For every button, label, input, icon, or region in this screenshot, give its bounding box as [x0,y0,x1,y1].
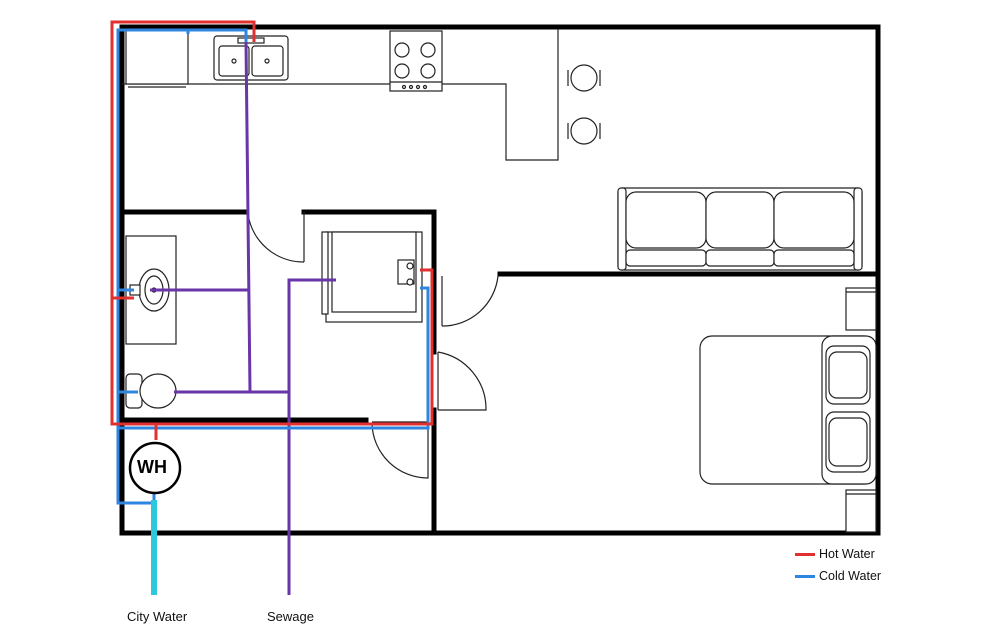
legend-item-cold-water: Cold Water [795,569,881,583]
bed-pillow-top-inner [828,351,868,399]
sofa-arm-left [617,187,627,271]
bathroom-door-swing [247,213,305,263]
cold-to-tub-line [118,286,430,430]
water-heater [128,441,182,495]
bedroom-door-swing [441,275,499,327]
refrigerator [125,29,189,85]
stove [389,30,443,92]
nightstand-bottom [845,489,877,533]
kitchen-sink-drain-right [264,58,270,64]
kitchen-sink-drain-left [231,58,237,64]
sofa-arm-right [853,187,863,271]
hot-main-line [110,20,256,440]
doors [247,212,499,479]
water-heater-label: WH [137,457,167,477]
toilet-bowl [139,373,177,409]
legend-label-cold-water: Cold Water [819,569,882,583]
bedroom-furniture [699,287,877,533]
kitchen-counter [122,29,559,161]
legend-swatch-hot-water [795,552,815,556]
bar-stool-2 [570,117,598,145]
sofa-cushion-3 [773,191,855,249]
legend-swatch-cold-water [795,574,815,578]
stove-knob-3 [415,84,421,90]
stove-burner-1 [394,42,410,58]
stove-knob-1 [401,84,407,90]
sofa-cushion-1 [625,191,707,249]
sofa-cushion-2 [705,191,775,249]
stove-knob-2 [408,84,414,90]
stove-burner-2 [420,42,436,58]
hot-to-tub-line [156,268,434,426]
kitchen-faucet [237,37,265,44]
bed-pillow-bottom-inner [828,417,868,467]
kitchen [122,29,601,161]
bathtub-valve-2 [406,278,414,286]
stove-burner-3 [394,63,410,79]
bathtub-valve-1 [406,262,414,270]
utility-door-swing [371,423,429,479]
sewage-pipes [150,41,336,595]
cold-water-pipes [116,28,430,505]
sewage-main-line [287,278,336,595]
sofa-seat-2 [705,249,775,267]
closet-door-swing [437,351,487,411]
cold-main-line [116,28,248,505]
stove-knob-4 [422,84,428,90]
sofa-seat-3 [773,249,855,267]
sofa [617,187,863,271]
sofa-seat-1 [625,249,707,267]
sewage-kitchen-line [244,41,252,393]
bathtub-ledge [321,231,329,315]
walls [119,24,881,536]
hot-water-pipes [110,20,434,440]
legend-label-hot-water: Hot Water [819,547,875,561]
nightstand-top [845,287,877,331]
sewage-label: Sewage [267,609,314,624]
city-water-label: City Water [127,609,188,624]
bathroom-fixtures [125,231,423,409]
bar-stool-1 [570,64,598,92]
stove-burner-4 [420,63,436,79]
legend-item-hot-water: Hot Water [795,547,875,561]
